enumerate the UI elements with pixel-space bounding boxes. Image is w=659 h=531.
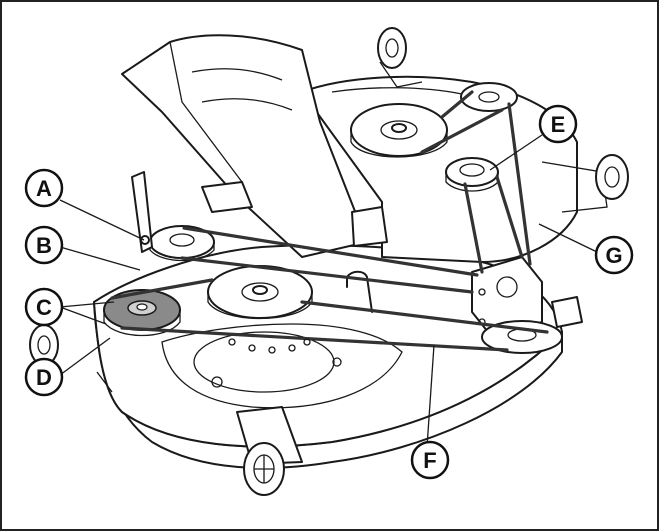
mower-belt [110, 90, 549, 352]
callout-F: F [410, 440, 450, 480]
discharge-chute [121, 34, 388, 258]
svg-text:G: G [605, 243, 622, 268]
callout-D: D [24, 357, 64, 397]
center-spindle-pulley [207, 265, 313, 320]
deck-fasteners [96, 338, 342, 393]
pulley-E [445, 157, 499, 192]
svg-text:D: D [36, 365, 52, 390]
anti-scalp-wheel-front [236, 406, 303, 496]
leader-lines [59, 134, 598, 448]
svg-text:B: B [36, 233, 52, 258]
svg-text:F: F [423, 448, 436, 473]
callout-B: B [24, 225, 64, 265]
idler-bracket-G [471, 256, 583, 354]
callout-C: C [24, 287, 64, 327]
anti-scalp-wheel-rear [377, 27, 423, 88]
svg-text:A: A [36, 176, 52, 201]
rear-idler-pulley [460, 82, 518, 112]
callout-G: G [594, 235, 634, 275]
right-spindle-pulley [350, 103, 448, 158]
svg-text:E: E [551, 112, 566, 137]
anti-scalp-wheel-right [595, 154, 629, 200]
callout-A: A [24, 168, 64, 208]
svg-text:C: C [36, 295, 52, 320]
idler-pulley-A [131, 171, 215, 262]
callout-E: E [538, 104, 578, 144]
